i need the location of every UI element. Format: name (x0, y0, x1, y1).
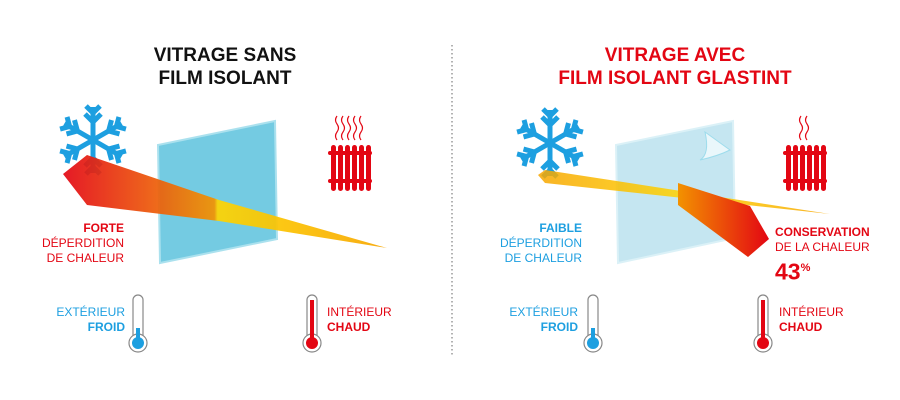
glass-pane (156, 119, 279, 265)
left-loss-label: FORTE DÉPERDITION DE CHALEUR (42, 221, 124, 266)
loss-line2: DÉPERDITION (499, 236, 582, 250)
loss-line3: DE CHALEUR (46, 251, 124, 265)
left-title-line2: FILM ISOLANT (158, 68, 292, 89)
loss-line2: DÉPERDITION (41, 236, 124, 250)
outside-label: EXTÉRIEUR (509, 305, 578, 319)
inside-temp: CHAUD (779, 320, 823, 334)
left-title-line1: VITRAGE SANS (153, 45, 297, 66)
inside-label: INTÉRIEUR (779, 305, 844, 319)
inside-temp: CHAUD (327, 320, 371, 334)
right-title: VITRAGE AVEC FILM ISOLANT GLASTINT (455, 44, 895, 90)
conservation-line2: DE LA CHALEUR (775, 240, 870, 254)
right-inside-label: INTÉRIEUR CHAUD (779, 305, 844, 335)
outside-temp: FROID (540, 320, 578, 334)
loss-line3: DE CHALEUR (504, 251, 582, 265)
thermometer-hot-icon (302, 294, 322, 353)
left-outside-label: EXTÉRIEUR FROID (56, 305, 125, 335)
thermometer-hot-icon (753, 294, 773, 353)
conservation-percentage: 43% (775, 255, 870, 285)
heat-loss-beam (63, 155, 387, 248)
outside-label: EXTÉRIEUR (56, 305, 125, 319)
radiator-icon (328, 115, 372, 191)
right-outside-label: EXTÉRIEUR FROID (509, 305, 578, 335)
conservation-title: CONSERVATION (775, 225, 870, 239)
conservation-unit: % (800, 262, 811, 274)
thermometer-cold-icon (128, 294, 148, 353)
left-inside-label: INTÉRIEUR CHAUD (327, 305, 392, 335)
thermometer-cold-icon (583, 294, 603, 353)
radiator-icon (783, 115, 827, 191)
film-corner-peel (699, 130, 731, 161)
left-title: VITRAGE SANS FILM ISOLANT (5, 44, 445, 90)
conservation-value: 43 (775, 258, 801, 285)
loss-strength: FAIBLE (539, 221, 582, 235)
loss-strength: FORTE (83, 221, 124, 235)
reflected-heat-beam (678, 183, 769, 257)
right-title-line2: FILM ISOLANT GLASTINT (558, 68, 792, 89)
right-title-line1: VITRAGE AVEC (604, 45, 746, 66)
snowflake-icon (517, 109, 584, 177)
conservation-label: CONSERVATION DE LA CHALEUR 43% (775, 225, 870, 285)
right-loss-label: FAIBLE DÉPERDITION DE CHALEUR (500, 221, 582, 266)
inside-label: INTÉRIEUR (327, 305, 392, 319)
outside-temp: FROID (87, 320, 125, 334)
